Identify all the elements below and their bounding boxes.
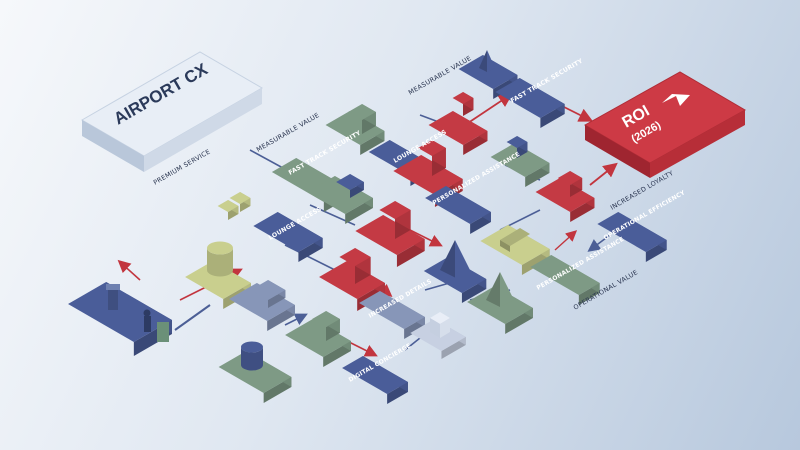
cube-red-mid bbox=[379, 201, 411, 239]
arrow-up-icon bbox=[662, 94, 690, 106]
link-kiosk-up bbox=[117, 259, 141, 281]
link-red-to-fts-top bbox=[464, 93, 513, 126]
pyramid-green bbox=[486, 272, 514, 307]
block-increased-details bbox=[359, 291, 425, 339]
block-digital-concierge bbox=[342, 356, 408, 404]
sofa-icon bbox=[500, 228, 530, 252]
cube-green-top bbox=[348, 104, 376, 134]
roi-slab: ROI (2026) bbox=[583, 71, 747, 178]
block-red-upper bbox=[428, 111, 488, 155]
title-slab: AIRPORT CX bbox=[81, 51, 263, 172]
link-right-up bbox=[554, 230, 578, 251]
cube-yellow-small-b bbox=[217, 200, 239, 220]
cube-red-tall bbox=[418, 140, 446, 176]
cube-slate-flat bbox=[250, 280, 286, 308]
block-lounge-access-left bbox=[253, 212, 323, 262]
cylinder-navy bbox=[241, 341, 263, 371]
block-base-kiosk bbox=[68, 282, 172, 356]
cone-top bbox=[479, 50, 495, 72]
cube-green-lower bbox=[312, 311, 340, 341]
link-base-to-cylinder bbox=[174, 304, 211, 331]
link-red-right-to-roi bbox=[589, 162, 618, 186]
cube-red-lower bbox=[339, 248, 371, 284]
block-fast-track-top bbox=[495, 78, 565, 128]
cube-yellow-small-a bbox=[229, 192, 251, 212]
block-green-lower bbox=[285, 319, 351, 367]
label-fast-track-security-left: FAST TRACK SECURITY bbox=[288, 129, 363, 176]
iso-shapes bbox=[207, 50, 583, 371]
cylinder-yellow bbox=[207, 241, 233, 277]
glass-cube-icon bbox=[430, 312, 450, 338]
block-personalized-top bbox=[425, 186, 491, 234]
block-red-right bbox=[535, 178, 595, 222]
link-lower-green bbox=[284, 313, 308, 326]
link-red-mid bbox=[409, 229, 443, 247]
cube-navy-small bbox=[506, 136, 528, 158]
link-lounge-left bbox=[284, 244, 336, 271]
pyramid-navy bbox=[440, 240, 470, 278]
annotation-measurable-value-top: MEASURABLE VALUE bbox=[407, 54, 473, 97]
annotation-measurable-value-left: MEASURABLE VALUE bbox=[255, 111, 321, 154]
link-opeff-left bbox=[587, 234, 611, 252]
cube-navy-flat bbox=[336, 174, 364, 198]
cube-red-right bbox=[557, 171, 583, 197]
block-operational-efficiency bbox=[597, 212, 667, 262]
iso-blocks bbox=[68, 55, 667, 404]
cube-red-upper-step bbox=[452, 92, 474, 116]
block-personalized-right bbox=[530, 255, 600, 305]
kiosk-person-icon bbox=[106, 284, 169, 342]
